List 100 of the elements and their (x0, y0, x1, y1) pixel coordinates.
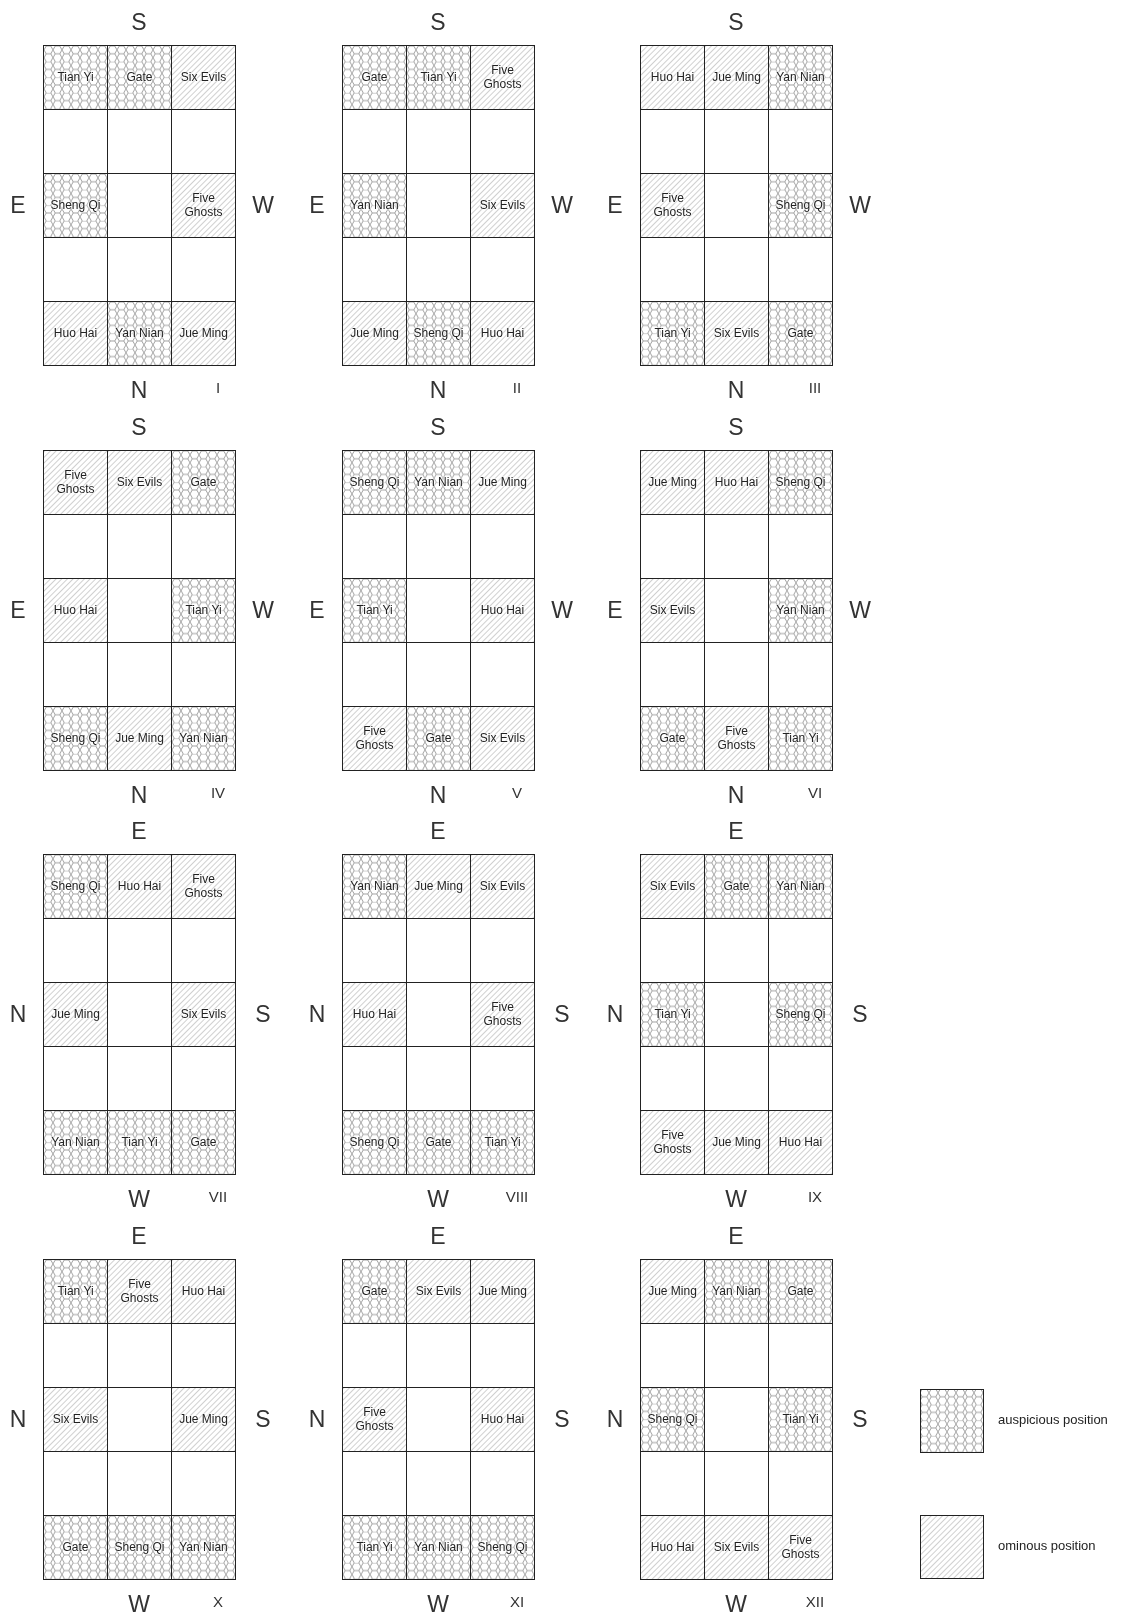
position-label: Sheng Qi (646, 1412, 699, 1427)
direction-letter: N (130, 781, 148, 809)
position-label: Tian Yi (653, 326, 692, 341)
position-label: Sheng Qi (113, 1540, 166, 1555)
ominous-square (641, 855, 705, 919)
position-label: Huo Hai (713, 475, 760, 490)
position-label: Huo Hai (649, 1540, 696, 1555)
position-label: Six Evils (414, 1284, 463, 1299)
position-label: Six Evils (115, 475, 164, 490)
grid-numeral: XII (805, 1592, 825, 1610)
auspicious-square (44, 174, 108, 238)
ominous-square (471, 579, 535, 643)
compass-grid (640, 854, 833, 1175)
auspicious-square (641, 707, 705, 771)
auspicious-square (641, 302, 705, 366)
position-label: Yan Nian (349, 198, 400, 213)
direction-letter: W (849, 191, 871, 219)
direction-letter: S (430, 8, 446, 36)
position-label: Six Evils (478, 731, 527, 746)
position-label: Yan Nian (114, 326, 165, 341)
position-label: Six Evils (478, 198, 527, 213)
auspicious-square (108, 302, 172, 366)
auspicious-square (343, 1111, 407, 1175)
ominous-square (471, 174, 535, 238)
direction-letter: S (554, 1405, 570, 1433)
position-label: Tian Yi (56, 70, 95, 85)
compass-grid (43, 854, 236, 1175)
position-label: Six Evils (179, 1007, 228, 1022)
position-label: Tian Yi (355, 603, 394, 618)
ominous-square (343, 983, 407, 1047)
auspicious-square (769, 579, 833, 643)
position-label: Huo Hai (479, 1412, 526, 1427)
direction-letter: S (728, 413, 744, 441)
ominous-square (44, 302, 108, 366)
auspicious-square (343, 174, 407, 238)
auspicious-square (641, 1388, 705, 1452)
ominous-square (705, 46, 769, 110)
position-label: Five Ghosts (652, 1128, 693, 1157)
ominous-square (641, 579, 705, 643)
position-label: Huo Hai (351, 1007, 398, 1022)
position-label: Sheng Qi (348, 475, 401, 490)
ominous-square (172, 983, 236, 1047)
ominous-square (705, 1111, 769, 1175)
auspicious-square (44, 1260, 108, 1324)
compass-grid (640, 450, 833, 771)
auspicious-square (172, 451, 236, 515)
ominous-square (705, 451, 769, 515)
ominous-square (641, 174, 705, 238)
grid-numeral: II (512, 378, 522, 396)
ominous-square (471, 855, 535, 919)
compass-grid (43, 45, 236, 366)
ominous-square (172, 1260, 236, 1324)
grid-numeral: VIII (505, 1187, 529, 1205)
position-label: Yan Nian (413, 1540, 464, 1555)
direction-letter: W (725, 1590, 747, 1618)
direction-letter: W (252, 191, 274, 219)
direction-letter: N (308, 1405, 326, 1433)
position-label: Huo Hai (649, 70, 696, 85)
ominous-square (471, 451, 535, 515)
position-label: Gate (424, 731, 453, 746)
position-label: Jue Ming (647, 475, 698, 490)
grid-numeral: VI (807, 783, 823, 801)
auspicious-square (407, 1516, 471, 1580)
position-label: Gate (360, 1284, 389, 1299)
ominous-square (471, 302, 535, 366)
auspicious-square (769, 451, 833, 515)
position-label: Gate (61, 1540, 90, 1555)
position-label: Gate (786, 1284, 815, 1299)
direction-letter: N (606, 1000, 624, 1028)
position-label: Tian Yi (56, 1284, 95, 1299)
auspicious-square (44, 1111, 108, 1175)
position-label: Yan Nian (775, 603, 826, 618)
position-label: Tian Yi (120, 1135, 159, 1150)
position-label: Jue Ming (50, 1007, 101, 1022)
direction-letter: S (852, 1405, 868, 1433)
position-label: Six Evils (51, 1412, 100, 1427)
direction-letter: E (131, 1222, 147, 1250)
auspicious-square (44, 46, 108, 110)
direction-letter: E (10, 596, 26, 624)
direction-letter: E (309, 596, 325, 624)
ominous-square (471, 707, 535, 771)
position-label: Five Ghosts (55, 468, 96, 497)
grid-numeral: V (512, 783, 522, 801)
position-label: Sheng Qi (774, 198, 827, 213)
ominous-square (769, 1111, 833, 1175)
auspicious-square (108, 1111, 172, 1175)
ominous-square (769, 1516, 833, 1580)
position-label: Tian Yi (781, 1412, 820, 1427)
position-label: Yan Nian (775, 879, 826, 894)
position-label: Tian Yi (419, 70, 458, 85)
compass-grid (342, 45, 535, 366)
compass-grid (640, 45, 833, 366)
direction-letter: N (429, 376, 447, 404)
direction-letter: N (606, 1405, 624, 1433)
ominous-square (471, 46, 535, 110)
ominous-square (705, 1516, 769, 1580)
position-label: Sheng Qi (774, 475, 827, 490)
ominous-square (172, 46, 236, 110)
auspicious-square (705, 1260, 769, 1324)
grid-numeral: IX (807, 1187, 823, 1205)
